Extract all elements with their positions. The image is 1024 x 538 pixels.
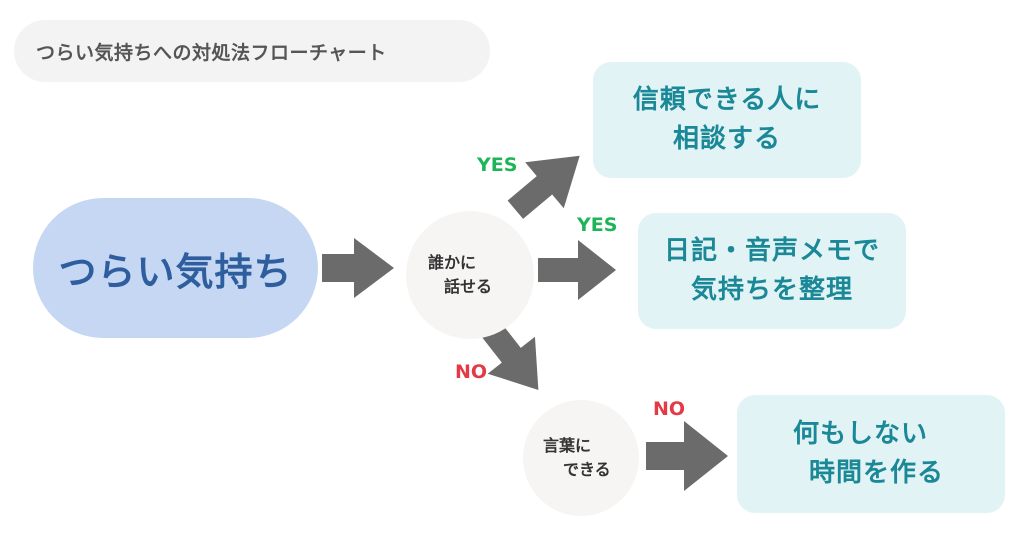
result1-line2: 相談する (672, 124, 781, 154)
result1-line1: 信頼できる人に (632, 85, 822, 115)
arrow-no-to-question2 (479, 319, 539, 390)
result3-line2: 時間を作る (809, 458, 945, 488)
arrow-yes-to-result2 (538, 240, 616, 300)
question-node-can-verbalize: 言葉に できる (523, 400, 639, 516)
arrow-no-to-result3 (646, 421, 728, 491)
yes-label-to-result2: YES (577, 214, 618, 236)
question1-line1: 誰かに (428, 253, 477, 272)
arrow-yes-to-result1 (507, 155, 580, 219)
result2-line1: 日記・音声メモで (663, 236, 880, 266)
no-label-to-question2: NO (455, 361, 488, 383)
result-node-consult: 信頼できる人に 相談する (593, 62, 861, 178)
result-node-rest: 何もしない 時間を作る (737, 395, 1005, 513)
yes-label-to-result1: YES (477, 154, 518, 176)
chart-title: つらい気持ちへの対処法フローチャート (14, 20, 490, 82)
no-label-to-result3: NO (653, 398, 686, 420)
question2-line1: 言葉に (543, 436, 592, 455)
result3-line1: 何もしない (793, 419, 929, 449)
question-node-can-talk: 誰かに 話せる (406, 211, 534, 339)
question2-line2: できる (563, 460, 611, 479)
result-node-journal: 日記・音声メモで 気持ちを整理 (638, 213, 906, 329)
arrow-start-to-question1 (322, 238, 394, 298)
question1-line2: 話せる (444, 277, 493, 296)
result2-line2: 気持ちを整理 (690, 275, 853, 305)
start-node: つらい気持ち (33, 198, 318, 338)
